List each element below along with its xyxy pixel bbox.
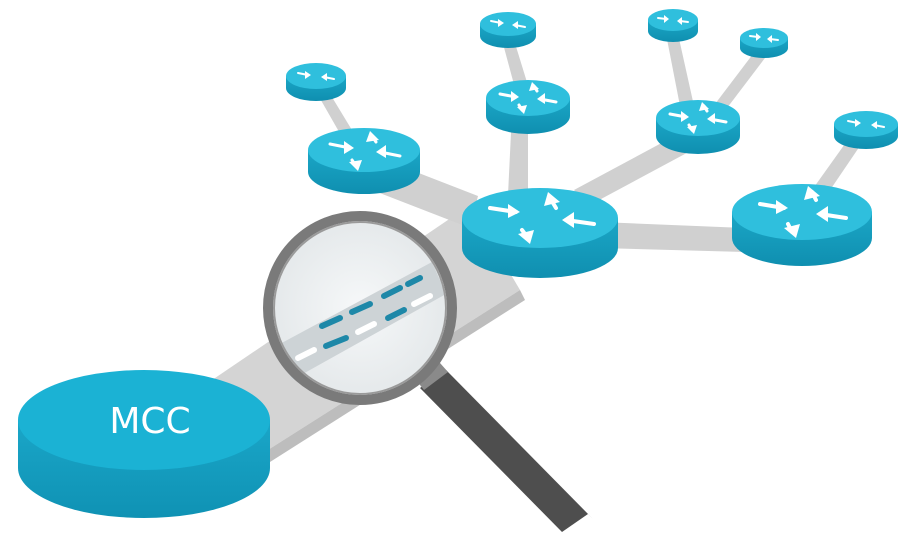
- router-icon: [297, 71, 335, 81]
- link-hub-right: [600, 222, 745, 252]
- router-hub: [462, 188, 618, 278]
- magnifier-handle: [420, 370, 588, 532]
- magnified-link: [278, 262, 446, 380]
- router-small-upper-right: [740, 28, 788, 58]
- link-right-small: [812, 134, 864, 196]
- router-small-top-left: [480, 12, 536, 48]
- link-hub-rightmid: [574, 132, 696, 206]
- router-icon: [657, 15, 689, 25]
- mcc-node: MCC: [18, 370, 270, 518]
- link-topmid-small: [502, 40, 530, 92]
- router-small-far-right: [834, 111, 898, 149]
- link-rightmid-small-b: [712, 50, 768, 112]
- router-icon: [490, 19, 526, 29]
- router-right-middle: [656, 100, 740, 154]
- magnifier-rim: [263, 211, 457, 405]
- link-rightmid-small-a: [666, 34, 694, 106]
- router-icon: [488, 192, 596, 244]
- router-icon: [758, 186, 848, 238]
- router-small-far-left: [286, 63, 346, 101]
- router-icon: [749, 33, 779, 43]
- router-left: [308, 128, 420, 194]
- router-icon: [498, 82, 558, 114]
- router-right: [732, 184, 872, 266]
- router-icon: [668, 102, 728, 134]
- mcc-label: MCC: [109, 401, 190, 442]
- magnified-packets: [295, 275, 433, 361]
- router-top-middle: [486, 80, 570, 134]
- magnifying-glass-icon: [263, 211, 594, 532]
- magnifier-handle-highlight: [446, 370, 594, 520]
- router-icon: [847, 119, 885, 129]
- router-icon: [328, 131, 402, 171]
- router-small-top-right: [648, 9, 698, 42]
- magnifier-rim-inner: [273, 221, 447, 395]
